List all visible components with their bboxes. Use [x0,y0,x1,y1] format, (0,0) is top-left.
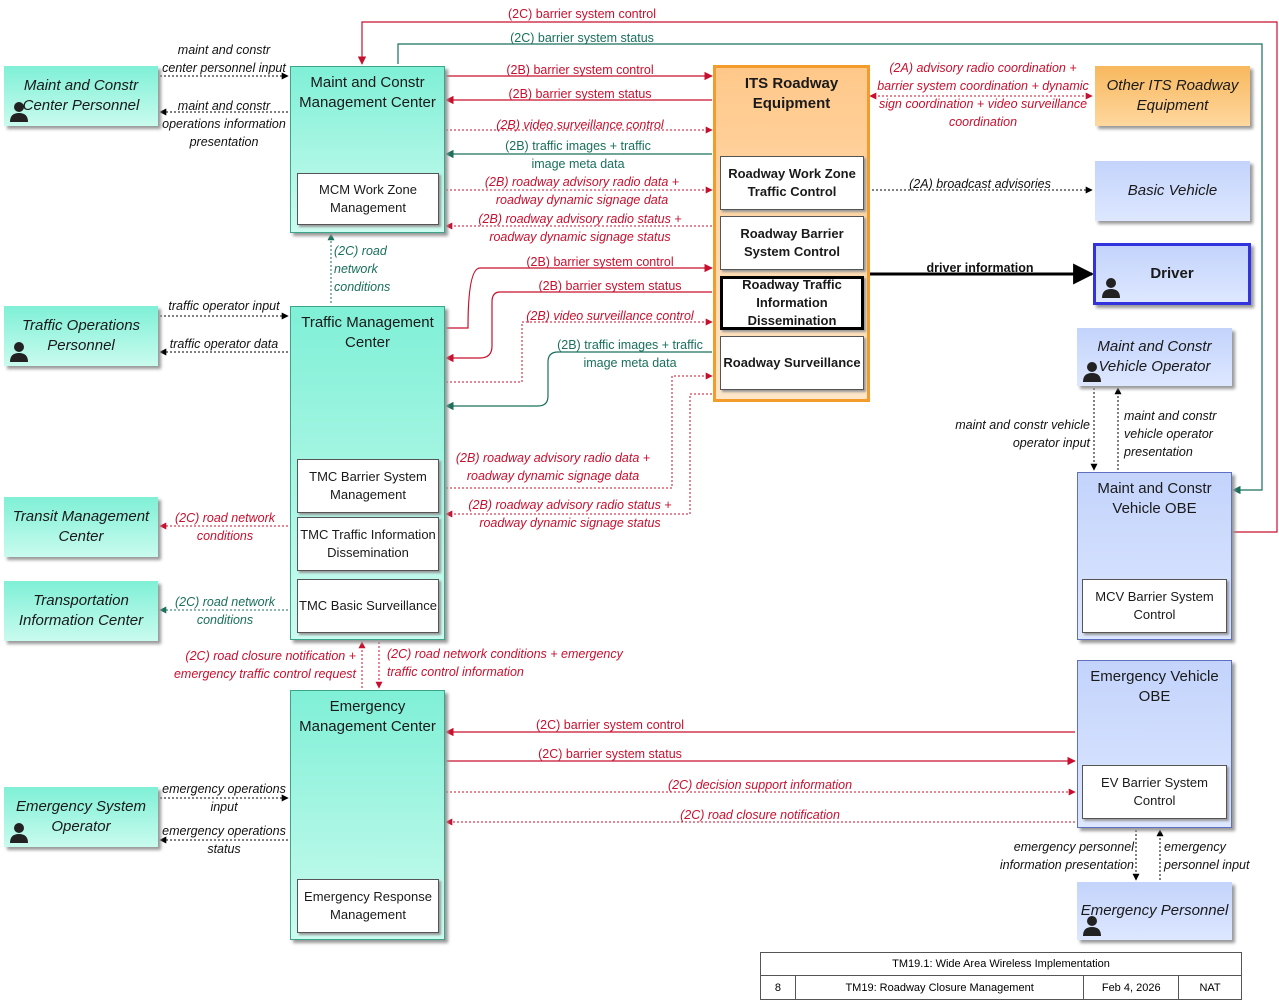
mcv-barrier-system-control[interactable]: MCV Barrier System Control [1082,579,1227,633]
flow-label: traffic operator input [168,299,280,313]
flow-label: (2C) road network conditions [334,244,391,294]
title-block-title: TM19.1: Wide Area Wireless Implementatio… [761,953,1241,976]
flow-label: driver information [926,261,1034,275]
emergency-vehicle-obe[interactable]: Emergency Vehicle OBE EV Barrier System … [1077,660,1232,828]
transportation-information-center[interactable]: Transportation Information Center [4,581,158,641]
title-block-name: TM19: Roadway Closure Management [796,976,1085,999]
flow-label: (2B) barrier system control [506,63,654,77]
its-roadway-equipment[interactable]: ITS Roadway Equipment Roadway Work Zone … [713,65,870,402]
flow-label: (2C) decision support information [667,778,853,792]
flow-label: (2C) road network conditions + emergency… [387,647,623,679]
title-block-org: NAT [1199,981,1221,994]
person-icon [1083,362,1101,382]
roadway-work-zone-traffic-control[interactable]: Roadway Work Zone Traffic Control [720,156,864,210]
flow-label: (2B) roadway advisory radio data + roadw… [455,451,651,483]
tmc-barrier-system-management[interactable]: TMC Barrier System Management [297,459,439,513]
person-icon [10,823,28,843]
flow-label: (2B) traffic images + traffic image meta… [557,338,703,370]
flow-label: (2B) barrier system control [526,255,674,269]
flow-label: (2B) traffic images + traffic image meta… [505,139,651,171]
mcm-work-zone-management[interactable]: MCM Work Zone Management [297,173,439,225]
flow-label: emergency personnel input [1164,840,1250,872]
flow-label: (2C) road network conditions [174,595,276,627]
flow-label: maint and constr vehicle operator presen… [1124,409,1217,459]
flow-label: (2C) barrier system control [508,7,656,21]
flow-label: (2B) video surveillance control [496,118,664,132]
flow-label: (2A) broadcast advisories [909,177,1051,191]
flow-label: emergency operations status [162,824,286,856]
flow-label: (2B) roadway advisory radio data + roadw… [484,175,680,207]
emergency-management-center[interactable]: Emergency Management Center Emergency Re… [290,690,445,940]
roadway-barrier-system-control[interactable]: Roadway Barrier System Control [720,216,864,270]
flow-label: (2A) advisory radio coordination + barri… [877,61,1089,129]
flow-label: (2B) barrier system status [538,279,682,293]
maint-constr-management-center[interactable]: Maint and Constr Management Center MCM W… [290,66,445,233]
flow-label: (2C) barrier system status [538,747,682,761]
flow-label: (2B) video surveillance control [526,309,694,323]
flow-label: (2C) barrier system status [510,31,654,45]
title-block-page: 8 [761,976,796,999]
flow-label: emergency personnel information presenta… [999,840,1134,872]
emergency-response-management[interactable]: Emergency Response Management [297,879,439,933]
traffic-operations-personnel[interactable]: Traffic Operations Personnel [4,306,158,366]
other-its-roadway-equipment[interactable]: Other ITS Roadway Equipment [1095,66,1250,126]
person-icon [1102,278,1120,298]
title-block-date: Feb 4, 2026 [1084,976,1180,999]
person-icon [1083,916,1101,936]
title-block: TM19.1: Wide Area Wireless Implementatio… [760,952,1242,1000]
traffic-management-center[interactable]: Traffic Management Center TMC Barrier Sy… [290,306,445,640]
emergency-personnel[interactable]: Emergency Personnel [1077,882,1232,940]
roadway-traffic-information-dissemination[interactable]: Roadway Traffic Information Disseminatio… [720,276,864,330]
flow-label: (2B) barrier system status [508,87,652,101]
flow-label: (2B) roadway advisory radio status + roa… [468,498,672,530]
flow-label: (2B) roadway advisory radio status + roa… [478,212,682,244]
flow-label: traffic operator data [169,337,279,351]
flow-label: (2C) road closure notification [680,808,840,822]
flow-label: maint and constr vehicle operator input [955,418,1090,450]
maint-constr-vehicle-obe[interactable]: Maint and Constr Vehicle OBE MCV Barrier… [1077,472,1232,640]
flow-label: maint and constr center personnel input [162,43,286,75]
tmc-traffic-information-dissemination[interactable]: TMC Traffic Information Dissemination [297,517,439,571]
driver[interactable]: Driver [1093,243,1251,305]
flow-label: (2C) barrier system control [536,718,684,732]
roadway-surveillance[interactable]: Roadway Surveillance [720,336,864,390]
flow-label: (2C) road network conditions [174,511,276,543]
flow-label: maint and constr operations information … [162,99,286,149]
emergency-system-operator[interactable]: Emergency System Operator [4,787,158,847]
basic-vehicle[interactable]: Basic Vehicle [1095,161,1250,221]
maint-constr-vehicle-operator[interactable]: Maint and Constr Vehicle Operator [1077,328,1232,386]
maint-constr-center-personnel[interactable]: Maint and Constr Center Personnel [4,66,158,126]
flow-label: (2C) road closure notification + emergen… [173,649,356,681]
flow-label: emergency operations input [162,782,286,814]
tmc-basic-surveillance[interactable]: TMC Basic Surveillance [297,579,439,633]
ev-barrier-system-control[interactable]: EV Barrier System Control [1082,765,1227,819]
person-icon [10,342,28,362]
person-icon [10,102,28,122]
transit-management-center[interactable]: Transit Management Center [4,497,158,557]
